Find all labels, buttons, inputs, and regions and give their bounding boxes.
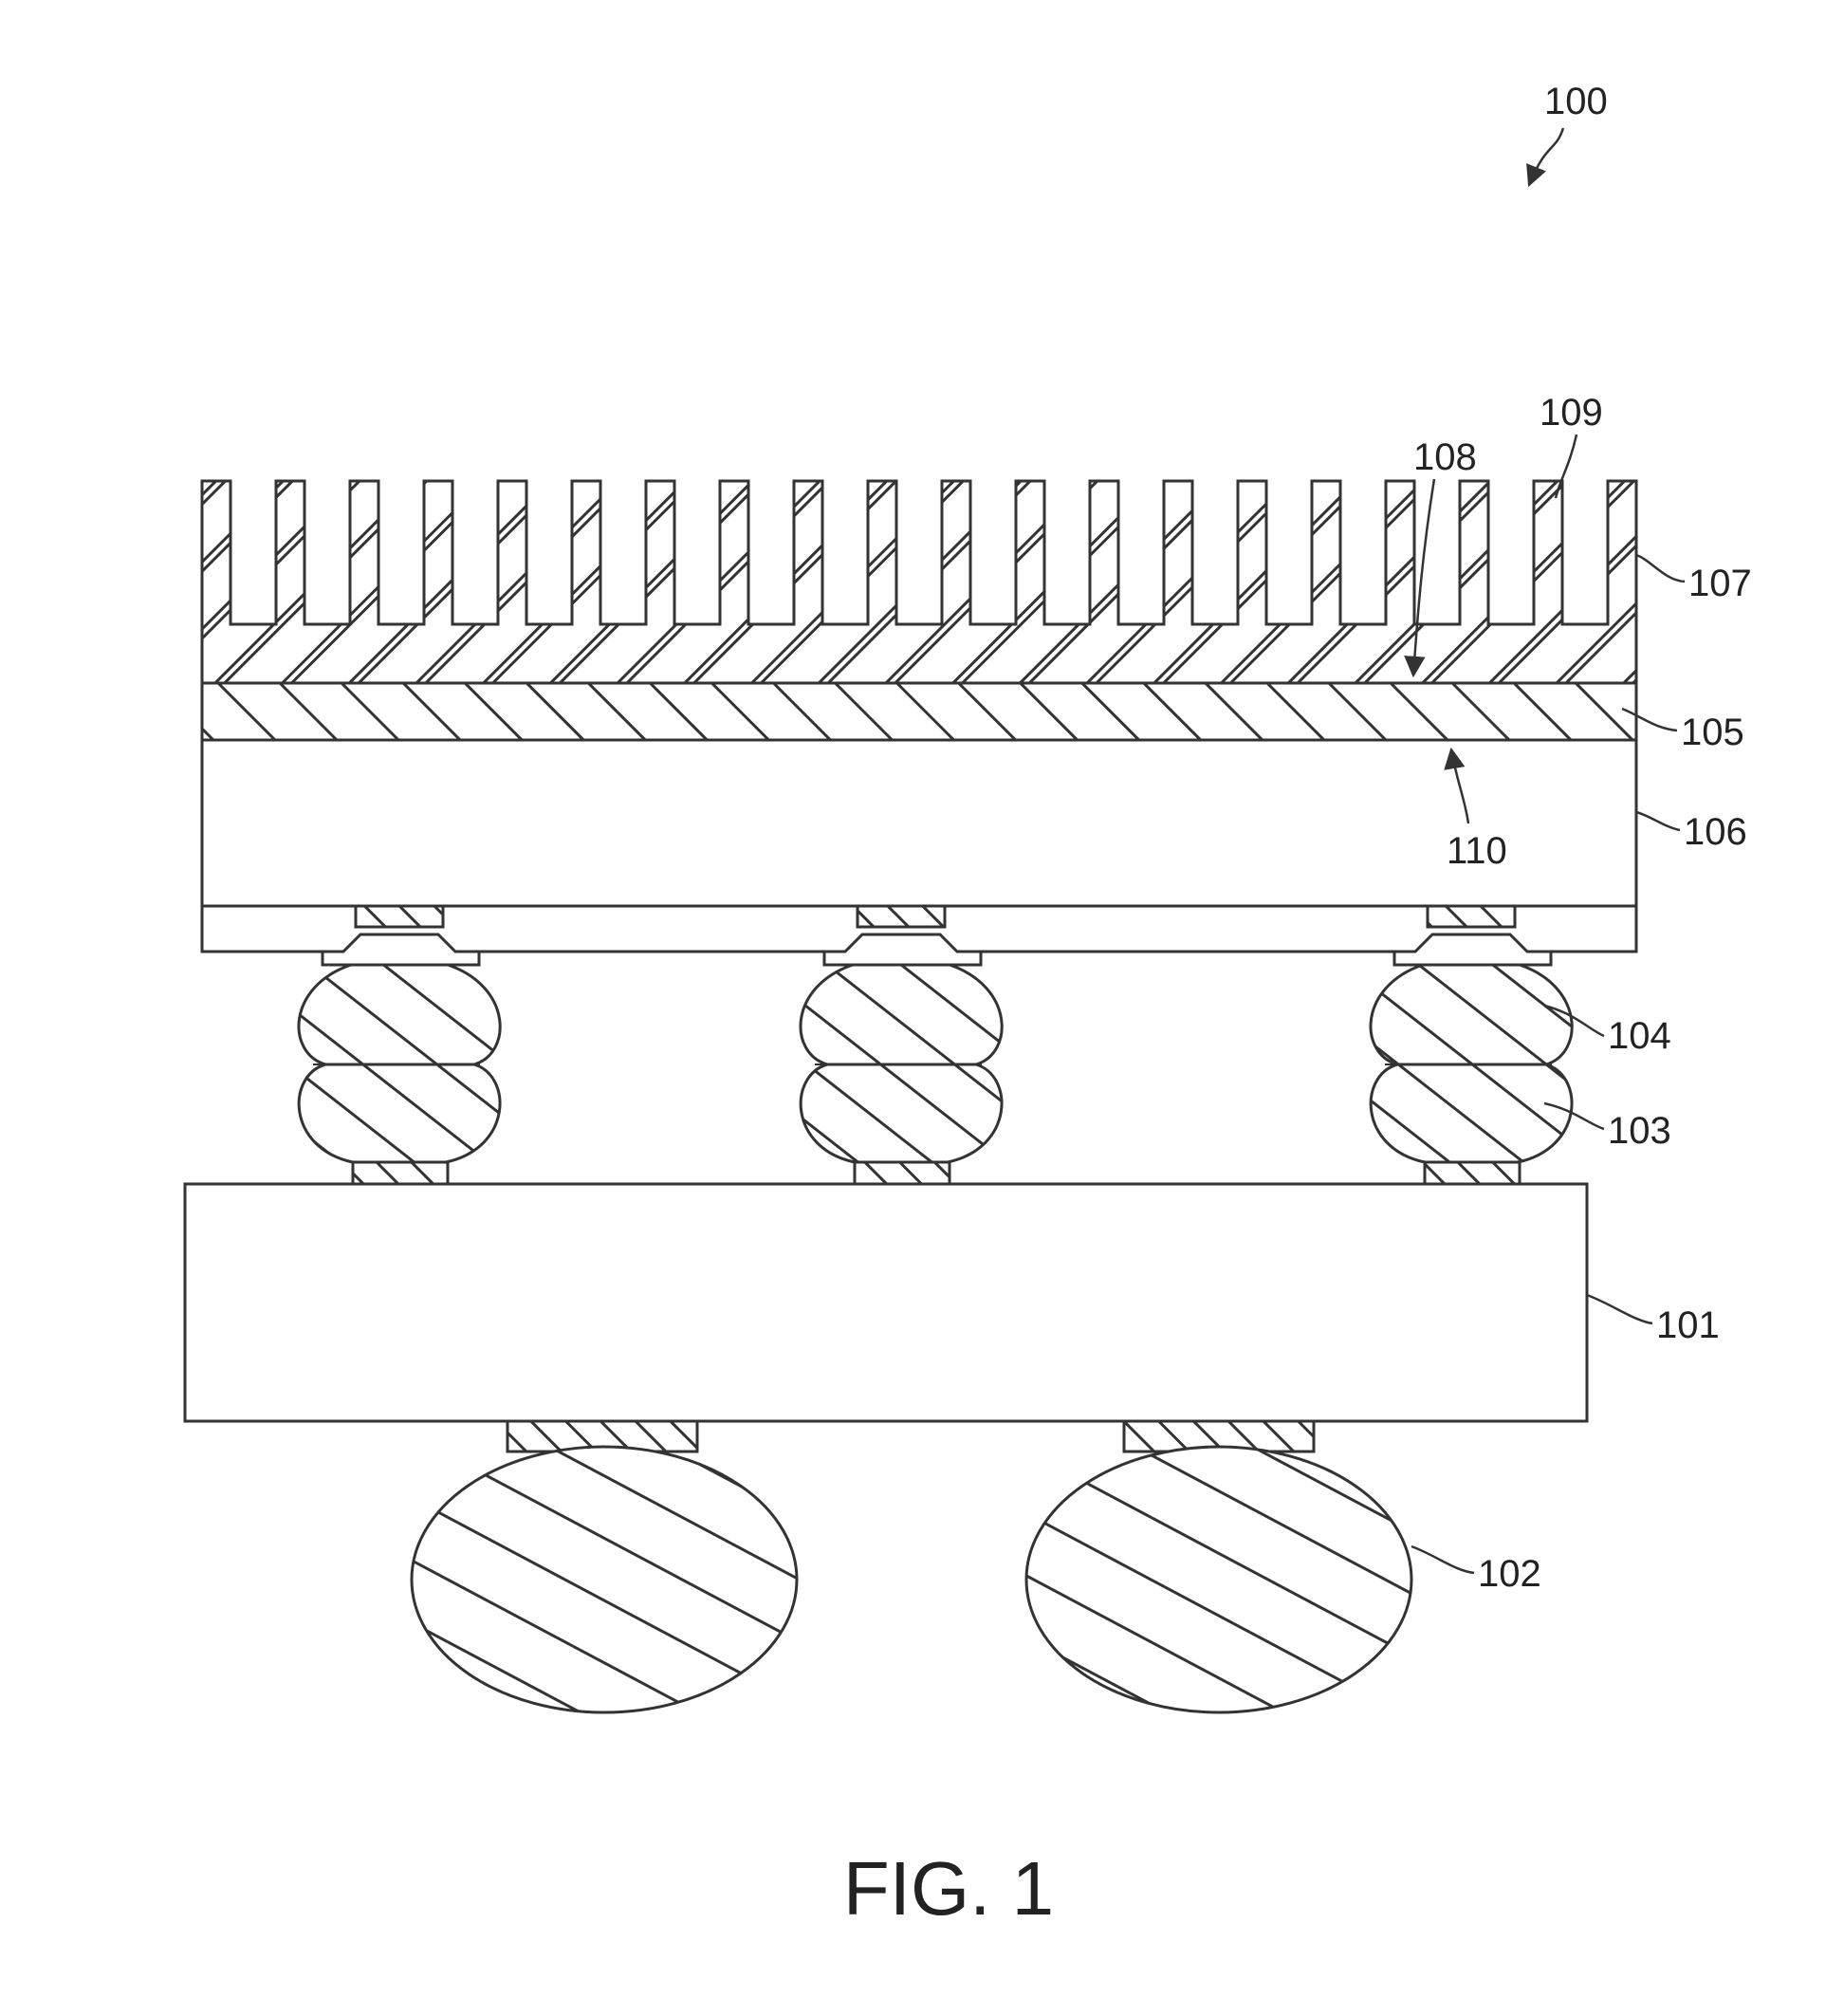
- bga-balls: [412, 1421, 1411, 1712]
- bga-solder-ball: [412, 1447, 797, 1712]
- substrate-bump-pad: [353, 1162, 448, 1184]
- label-106: 106: [1684, 811, 1747, 853]
- label-group-100: 100: [1529, 81, 1608, 185]
- solder-bump-stack: [299, 965, 500, 1162]
- upper-solder-bump: [1371, 965, 1572, 1064]
- label-104: 104: [1608, 1015, 1671, 1057]
- solder-bump-stack: [1371, 965, 1572, 1162]
- leader-100: [1529, 128, 1563, 185]
- label-group-101: 101: [1587, 1295, 1720, 1346]
- leader-102: [1411, 1546, 1474, 1573]
- bga-ball: [412, 1421, 797, 1712]
- leader-101: [1587, 1295, 1652, 1323]
- label-108: 108: [1413, 436, 1477, 478]
- package-substrate: [185, 1184, 1587, 1421]
- lower-solder-bump: [1371, 1064, 1572, 1162]
- leader-109: [1556, 435, 1577, 498]
- label-group-107: 107: [1636, 555, 1752, 604]
- leader-106: [1636, 812, 1680, 830]
- label-101: 101: [1656, 1304, 1720, 1346]
- figure-caption: FIG. 1: [843, 1846, 1054, 1931]
- upper-solder-bump: [801, 965, 1002, 1064]
- substrate-bump-pads: [353, 1162, 1520, 1184]
- bga-ball: [1026, 1421, 1411, 1712]
- label-group-102: 102: [1411, 1546, 1541, 1595]
- label-110: 110: [1447, 830, 1507, 872]
- lower-solder-bump: [299, 1064, 500, 1162]
- lower-solder-bump: [801, 1064, 1002, 1162]
- upper-solder-bump: [299, 965, 500, 1064]
- label-group-106: 106: [1636, 811, 1747, 853]
- label-102: 102: [1478, 1553, 1541, 1595]
- solder-bump-stacks: [299, 965, 1572, 1162]
- label-109: 109: [1540, 392, 1603, 434]
- solder-bump-stack: [801, 965, 1002, 1162]
- substrate-bump-pad: [855, 1162, 950, 1184]
- substrate-bump-pad: [1425, 1162, 1520, 1184]
- leader-107: [1636, 555, 1685, 582]
- thermal-interface-layer: [202, 683, 1636, 740]
- label-103: 103: [1608, 1110, 1671, 1152]
- label-107: 107: [1688, 563, 1752, 604]
- label-group-105: 105: [1622, 709, 1744, 753]
- label-100: 100: [1544, 81, 1608, 122]
- die: [202, 740, 1636, 906]
- label-105: 105: [1681, 712, 1744, 753]
- bga-solder-ball: [1026, 1447, 1411, 1712]
